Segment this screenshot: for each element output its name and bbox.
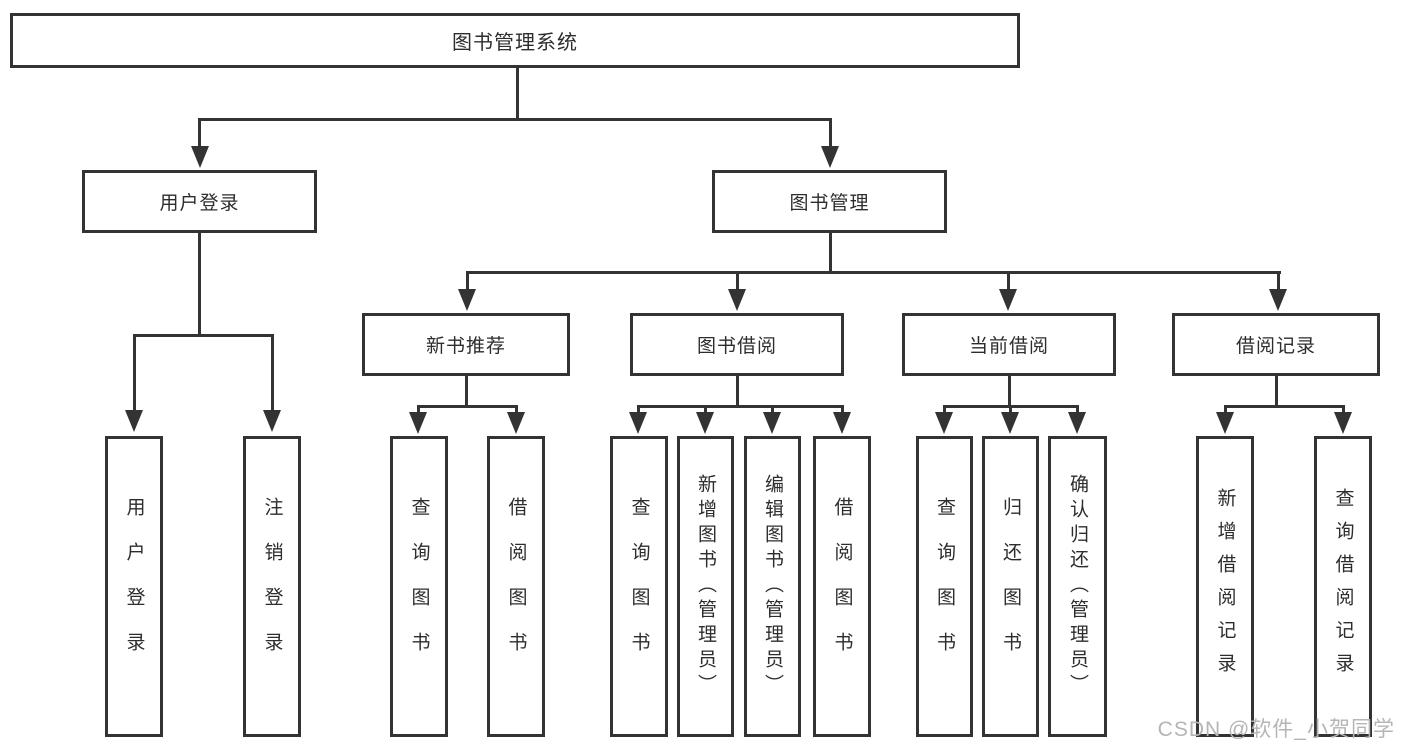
- leaf-borrow-borrow: 借阅图书: [813, 436, 871, 737]
- leaf-user-login: 用户登录: [105, 436, 163, 737]
- arrowhead-down-icon: [728, 289, 746, 311]
- connector-drop-leaf: [1342, 405, 1345, 414]
- connector-drop-leaf: [841, 405, 844, 414]
- connector-records-hbar: [1224, 405, 1345, 408]
- arrowhead-down-icon: [999, 289, 1017, 311]
- node-new-books-label: 新书推荐: [425, 336, 506, 357]
- connector-drop-leaf: [637, 405, 640, 414]
- leaf-logout: 注销登录: [243, 436, 301, 737]
- node-user-login-label: 用户登录: [159, 193, 240, 214]
- arrowhead-down-icon: [629, 412, 647, 434]
- connector-book-mgmt-hbar: [466, 271, 1281, 274]
- arrowhead-down-icon: [507, 412, 525, 434]
- arrowhead-down-icon: [833, 412, 851, 434]
- leaf-borrow-query-label: 查询图书: [628, 496, 650, 677]
- leaf-records-add: 新增借阅记录: [1196, 436, 1254, 737]
- leaf-new-books-borrow: 借阅图书: [487, 436, 545, 737]
- connector-drop-new-books: [466, 271, 469, 291]
- arrowhead-down-icon: [263, 410, 281, 432]
- arrowhead-down-icon: [1068, 412, 1086, 434]
- arrowhead-down-icon: [1216, 412, 1234, 434]
- arrowhead-down-icon: [821, 146, 839, 168]
- node-borrow: 图书借阅: [630, 313, 844, 376]
- node-new-books: 新书推荐: [362, 313, 570, 376]
- connector-new-books-hbar: [417, 405, 518, 408]
- connector-drop-borrow: [736, 271, 739, 291]
- leaf-new-books-query: 查询图书: [390, 436, 448, 737]
- node-records-label: 借阅记录: [1235, 336, 1316, 357]
- leaf-records-add-label: 新增借阅记录: [1214, 487, 1236, 686]
- node-book-mgmt: 图书管理: [712, 170, 947, 233]
- connector-borrow-stem: [736, 376, 739, 408]
- node-root-label: 图书管理系统: [452, 32, 578, 54]
- leaf-current-return: 归还图书: [982, 436, 1039, 737]
- arrowhead-down-icon: [409, 412, 427, 434]
- node-records: 借阅记录: [1172, 313, 1380, 376]
- leaf-user-login-label: 用户登录: [123, 496, 145, 677]
- connector-current-stem: [1008, 376, 1011, 408]
- leaf-current-return-label: 归还图书: [1000, 496, 1021, 677]
- arrowhead-down-icon: [1001, 412, 1019, 434]
- connector-drop-current: [1007, 271, 1010, 291]
- leaf-borrow-edit: 编辑图书（管理员）: [744, 436, 801, 737]
- leaf-borrow-add-label: 新增图书（管理员）: [695, 474, 716, 699]
- node-root: 图书管理系统: [10, 13, 1020, 68]
- connector-drop-leaf: [271, 334, 274, 412]
- connector-drop-user-login: [198, 118, 201, 148]
- connector-book-mgmt-stem: [829, 233, 832, 274]
- leaf-current-query-label: 查询图书: [934, 496, 955, 677]
- connector-drop-book-mgmt: [829, 118, 832, 148]
- leaf-borrow-edit-label: 编辑图书（管理员）: [762, 474, 783, 699]
- connector-root-stem: [516, 68, 519, 121]
- leaf-records-query-label: 查询借阅记录: [1332, 487, 1354, 686]
- leaf-new-books-borrow-label: 借阅图书: [505, 496, 527, 677]
- leaf-logout-label: 注销登录: [261, 496, 283, 677]
- leaf-current-query: 查询图书: [916, 436, 973, 737]
- arrowhead-down-icon: [191, 146, 209, 168]
- connector-user-login-stem: [198, 233, 201, 337]
- connector-user-login-hbar: [133, 334, 274, 337]
- leaf-borrow-query: 查询图书: [610, 436, 668, 737]
- leaf-new-books-query-label: 查询图书: [408, 496, 430, 677]
- node-book-mgmt-label: 图书管理: [789, 193, 870, 214]
- leaf-borrow-borrow-label: 借阅图书: [831, 496, 853, 677]
- connector-drop-leaf: [515, 405, 518, 414]
- connector-root-hbar: [198, 118, 832, 121]
- node-current-label: 当前借阅: [968, 336, 1049, 357]
- csdn-watermark: CSDN @软件_小贺同学: [1157, 718, 1395, 741]
- node-user-login: 用户登录: [82, 170, 317, 233]
- node-borrow-label: 图书借阅: [696, 336, 777, 357]
- connector-records-stem: [1275, 376, 1278, 408]
- arrowhead-down-icon: [1269, 289, 1287, 311]
- connector-drop-leaf: [1224, 405, 1227, 414]
- arrowhead-down-icon: [458, 289, 476, 311]
- connector-drop-leaf: [133, 334, 136, 412]
- arrowhead-down-icon: [696, 412, 714, 434]
- node-current: 当前借阅: [902, 313, 1116, 376]
- connector-new-books-stem: [465, 376, 468, 408]
- arrowhead-down-icon: [935, 412, 953, 434]
- leaf-records-query: 查询借阅记录: [1314, 436, 1372, 737]
- connector-drop-leaf: [943, 405, 946, 414]
- leaf-current-confirm-return-label: 确认归还（管理员）: [1067, 474, 1088, 699]
- connector-drop-leaf: [1009, 405, 1012, 414]
- arrowhead-down-icon: [763, 412, 781, 434]
- connector-drop-leaf: [704, 405, 707, 414]
- connector-drop-records: [1277, 271, 1280, 291]
- arrowhead-down-icon: [1334, 412, 1352, 434]
- arrowhead-down-icon: [125, 410, 143, 432]
- leaf-current-confirm-return: 确认归还（管理员）: [1048, 436, 1107, 737]
- connector-drop-leaf: [771, 405, 774, 414]
- connector-drop-leaf: [417, 405, 420, 414]
- connector-borrow-hbar: [637, 405, 844, 408]
- leaf-borrow-add: 新增图书（管理员）: [677, 436, 734, 737]
- connector-drop-leaf: [1076, 405, 1079, 414]
